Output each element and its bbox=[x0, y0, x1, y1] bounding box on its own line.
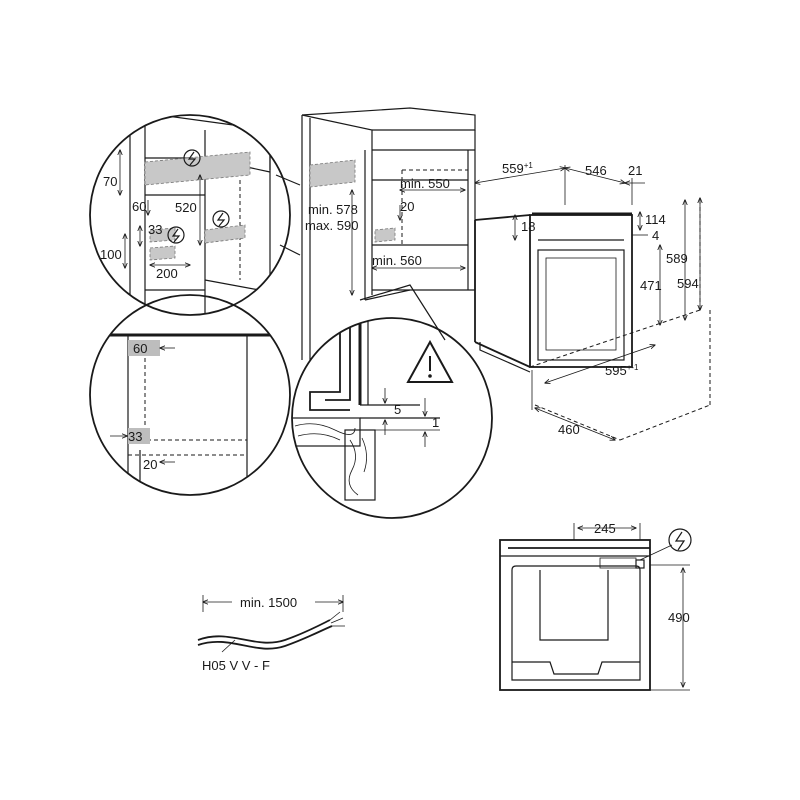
cabinet-niche: min. 578 max. 590 min. 550 20 min. 560 bbox=[301, 107, 476, 360]
dim-min-578: min. 578 bbox=[308, 202, 358, 217]
gap-detail-circle: 5 1 bbox=[291, 284, 493, 519]
callout-line bbox=[275, 174, 301, 186]
dim-20: 20 bbox=[400, 199, 414, 214]
dim-18: 18 bbox=[521, 219, 535, 234]
dim-471: 471 bbox=[640, 278, 662, 293]
callout-line bbox=[279, 244, 301, 256]
dim-70: 70 bbox=[103, 174, 117, 189]
dim-595: 595+-1 bbox=[605, 363, 639, 378]
cable-type: H05 V V - F bbox=[202, 658, 270, 673]
dim-1: 1 bbox=[432, 415, 439, 430]
dim-200: 200 bbox=[156, 266, 178, 281]
dim-4: 4 bbox=[652, 228, 659, 243]
dim-20: 20 bbox=[143, 457, 157, 472]
dim-60: 60 bbox=[133, 341, 147, 356]
dim-245: 245 bbox=[594, 521, 616, 536]
dim-114: 114 bbox=[645, 212, 666, 227]
dim-33: 33 bbox=[148, 222, 162, 237]
dim-594: 594 bbox=[677, 276, 699, 291]
front-detail-circle: 60 33 20 bbox=[89, 294, 291, 496]
caution-icon bbox=[406, 339, 454, 383]
dim-520: 520 bbox=[175, 200, 197, 215]
dim-min-560: min. 560 bbox=[372, 253, 422, 268]
dim-546: 546 bbox=[585, 163, 607, 178]
dim-490: 490 bbox=[668, 610, 690, 625]
cable-length: min. 1500 bbox=[240, 595, 297, 610]
dim-559: 559+1 bbox=[502, 161, 533, 176]
dim-min-550: min. 550 bbox=[400, 176, 450, 191]
cabinet-detail-circle: 70 60 520 33 100 200 bbox=[89, 114, 291, 316]
callout-line bbox=[359, 284, 446, 341]
oven-dimensions: 559+1 546 21 18 114 4 471 589 594 595+-1… bbox=[475, 161, 711, 440]
dim-5: 5 bbox=[394, 402, 401, 417]
dim-460: 460 bbox=[558, 422, 580, 437]
dim-60: 60 bbox=[132, 199, 146, 214]
electric-warning-icon bbox=[167, 226, 185, 244]
dim-21: 21 bbox=[628, 163, 642, 178]
dim-max-590: max. 590 bbox=[305, 218, 358, 233]
dim-33: 33 bbox=[128, 429, 142, 444]
oven-rear-view: 245 490 bbox=[499, 521, 692, 691]
electric-warning-icon bbox=[668, 528, 692, 552]
power-cable: min. 1500 H05 V V - F bbox=[197, 595, 345, 673]
dim-100: 100 bbox=[100, 247, 122, 262]
electric-warning-icon bbox=[212, 210, 230, 228]
dim-589: 589 bbox=[666, 251, 688, 266]
electric-warning-icon bbox=[183, 149, 201, 167]
